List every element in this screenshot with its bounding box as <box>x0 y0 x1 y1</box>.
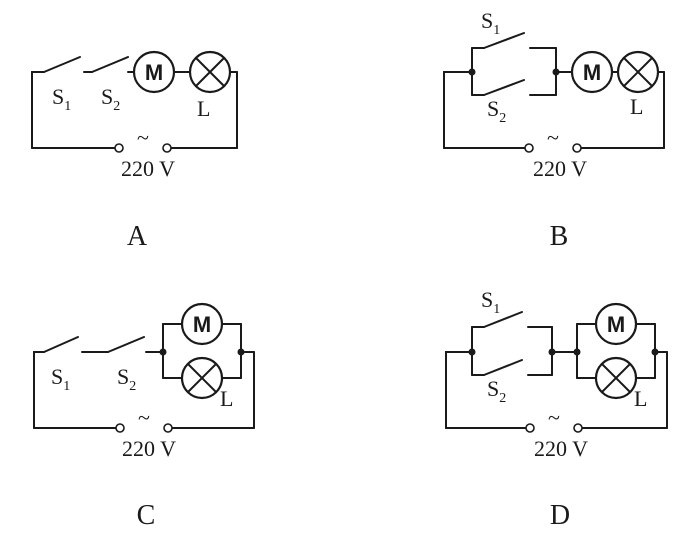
lamp-cross-a2 <box>195 57 225 87</box>
switch-s1-c <box>43 336 79 353</box>
supply-tilde-a: ~ <box>137 125 149 150</box>
label-s1-a: S1 <box>52 84 71 114</box>
label-s1-d: S1 <box>481 287 500 317</box>
switch-s1-a <box>43 56 81 73</box>
circuit-d: M S1 S2 L ~ 220 V D <box>445 287 668 531</box>
supply-label-b: 220 V <box>533 156 587 181</box>
label-s1-b: S1 <box>481 8 500 38</box>
junction-c-right <box>237 348 245 356</box>
switch-s2-a <box>91 56 129 73</box>
lamp-cross-c2 <box>187 363 217 393</box>
terminal-b-right <box>572 143 582 153</box>
terminal-d-right <box>573 423 583 433</box>
circuit-c: M S1 S2 L ~ 220 V C <box>33 302 255 531</box>
circuit-b: M S1 S2 L ~ 220 V B <box>443 8 665 252</box>
terminal-d-left <box>525 423 535 433</box>
junction-b-left <box>468 68 476 76</box>
label-lamp-c: L <box>220 386 233 411</box>
option-label-a: A <box>127 221 148 252</box>
supply-label-d: 220 V <box>534 436 588 461</box>
motor-symbol-b: M <box>583 60 601 85</box>
label-s2-d: S2 <box>487 376 506 406</box>
switch-s1-d <box>483 311 523 328</box>
terminal-b-left <box>524 143 534 153</box>
motor-symbol-d: M <box>607 312 625 337</box>
lamp-cross-b2 <box>623 57 653 87</box>
terminal-a-right <box>162 143 172 153</box>
terminal-a-left <box>114 143 124 153</box>
motor-symbol-c: M <box>193 312 211 337</box>
option-label-b: B <box>550 221 569 252</box>
option-label-d: D <box>550 500 570 531</box>
supply-tilde-d: ~ <box>548 405 560 430</box>
label-s2-b: S2 <box>487 96 506 126</box>
circuit-a: M S1 S2 L ~ 220 V A <box>31 50 238 252</box>
motor-symbol-a: M <box>145 60 163 85</box>
label-s2-c: S2 <box>117 364 136 394</box>
switch-s2-d <box>483 359 523 376</box>
supply-label-c: 220 V <box>122 436 176 461</box>
wire-a-left <box>31 71 45 149</box>
label-s1-c: S1 <box>51 364 70 394</box>
option-label-c: C <box>137 500 156 531</box>
wire-d-left <box>445 351 473 429</box>
label-lamp-b: L <box>630 94 643 119</box>
junction-d-1 <box>468 348 476 356</box>
label-lamp-a: L <box>197 96 210 121</box>
junction-c-left <box>159 348 167 356</box>
wire-b-left <box>443 71 473 149</box>
supply-tilde-c: ~ <box>138 405 150 430</box>
label-s2-a: S2 <box>101 84 120 114</box>
lamp-cross-d2 <box>601 363 631 393</box>
switch-s1-b <box>483 32 525 49</box>
terminal-c-left <box>115 423 125 433</box>
switch-s2-b <box>483 79 525 96</box>
supply-tilde-b: ~ <box>547 125 559 150</box>
switch-s2-c <box>107 336 145 353</box>
supply-label-a: 220 V <box>121 156 175 181</box>
wire-c-left <box>33 351 45 429</box>
label-lamp-d: L <box>634 386 647 411</box>
terminal-c-right <box>163 423 173 433</box>
